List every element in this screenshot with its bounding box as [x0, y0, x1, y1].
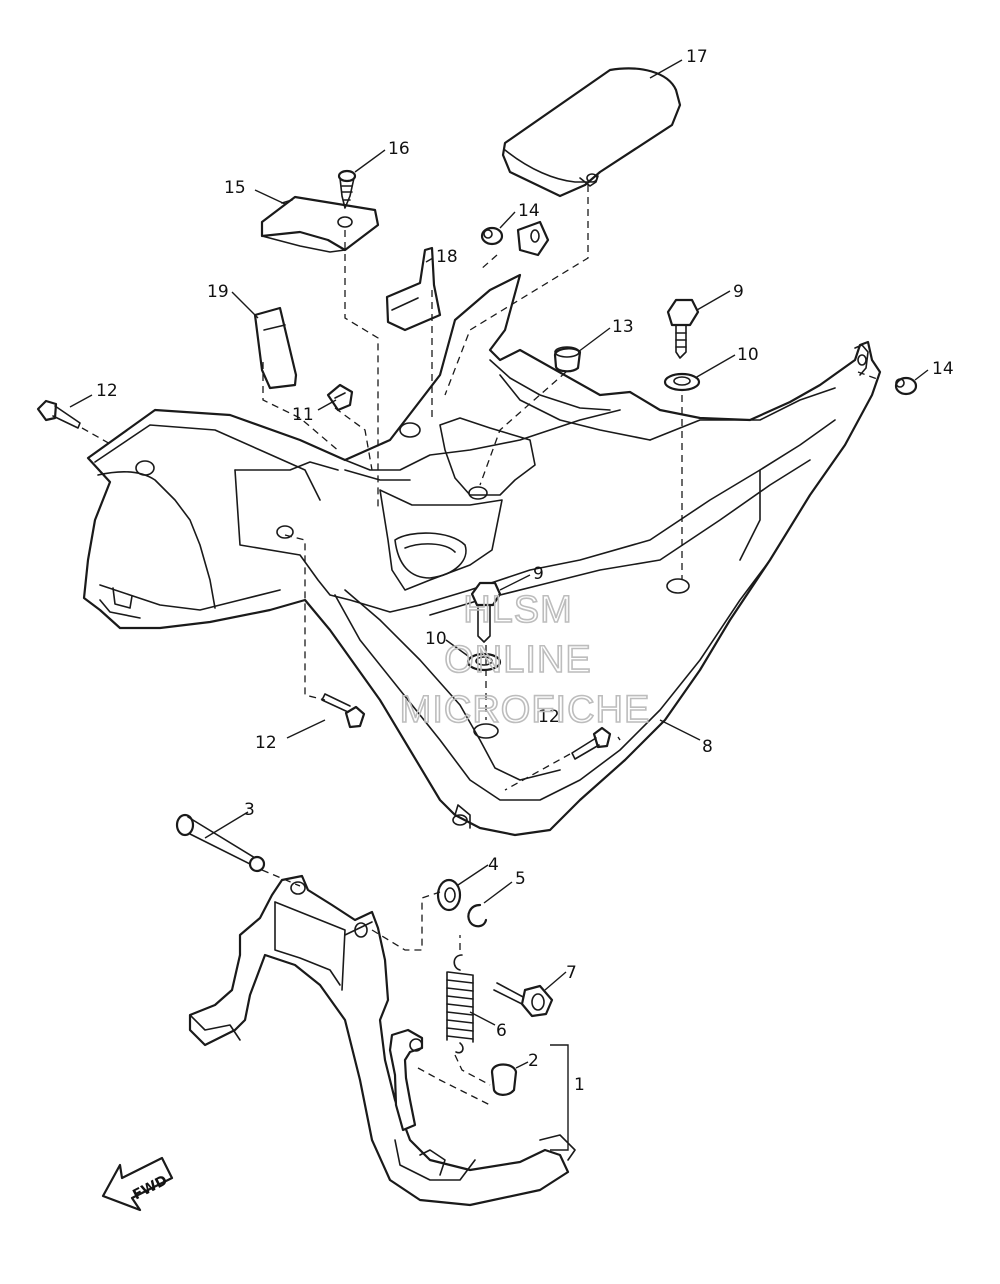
watermark-line-1: HLSM [463, 589, 573, 631]
spring-part-6 [446, 954, 474, 1054]
bolt-part-9a [666, 298, 700, 359]
cover-plate-part-15 [260, 195, 380, 253]
callout-1: 1 [574, 1075, 585, 1095]
clip-part-11 [326, 383, 354, 412]
callout-2: 2 [528, 1051, 539, 1071]
callout-18: 18 [436, 247, 458, 267]
callout-9a: 9 [733, 282, 744, 302]
callout-9b: 9 [533, 564, 544, 584]
callout-3: 3 [244, 800, 255, 820]
bolt-part-12c [571, 726, 612, 760]
circlip-part-5 [467, 903, 488, 928]
nut-part-14b [894, 376, 918, 396]
bolt-part-12b [321, 693, 366, 729]
shaft-part-3 [175, 813, 266, 873]
callout-7: 7 [566, 963, 577, 983]
bolt-part-12a [36, 399, 81, 429]
cap-part-2 [490, 1063, 518, 1096]
callout-17: 17 [686, 47, 708, 67]
watermark-line-2: ONLINE [444, 639, 591, 681]
seat-pad-part-17 [501, 67, 682, 198]
watermark-line-3: MICROFICHE [400, 689, 651, 731]
forward-direction-arrow: FWD [101, 1156, 174, 1212]
bolt-part-9b [470, 581, 502, 643]
grommet-part-13 [553, 346, 582, 373]
watermark: HLSM ONLINE MICROFICHE [399, 588, 651, 732]
callout-12c: 12 [538, 707, 560, 727]
callout-10b: 10 [425, 629, 447, 649]
callout-10a: 10 [737, 345, 759, 365]
bolt-part-7 [493, 982, 554, 1018]
washer-part-10a [663, 372, 701, 392]
footrest-body [82, 273, 882, 837]
bracket-plate-part-18 [385, 246, 442, 332]
screw-part-16 [337, 169, 357, 209]
callout-11: 11 [292, 405, 314, 425]
callout-8: 8 [702, 737, 713, 757]
washer-part-10b [466, 652, 502, 672]
callout-4: 4 [488, 855, 499, 875]
assembly-lines [81, 185, 881, 1106]
callout-5: 5 [515, 869, 526, 889]
callout-12a: 12 [96, 381, 118, 401]
callout-12b: 12 [255, 733, 277, 753]
washer-part-4 [436, 878, 462, 912]
callout-6: 6 [496, 1021, 507, 1041]
callout-15: 15 [224, 178, 246, 198]
callout-leaders [69, 59, 929, 1151]
callout-13: 13 [612, 317, 634, 337]
nut-part-14a [480, 220, 550, 257]
main-stand-part-1 [188, 874, 576, 1207]
callout-labels: 1 2 3 4 5 6 7 8 9 9 10 10 11 12 12 12 13… [96, 47, 954, 1095]
callout-19: 19 [207, 282, 229, 302]
callout-14b: 14 [932, 359, 954, 379]
pad-part-19 [253, 306, 298, 390]
callout-16: 16 [388, 139, 410, 159]
callout-14a: 14 [518, 201, 540, 221]
